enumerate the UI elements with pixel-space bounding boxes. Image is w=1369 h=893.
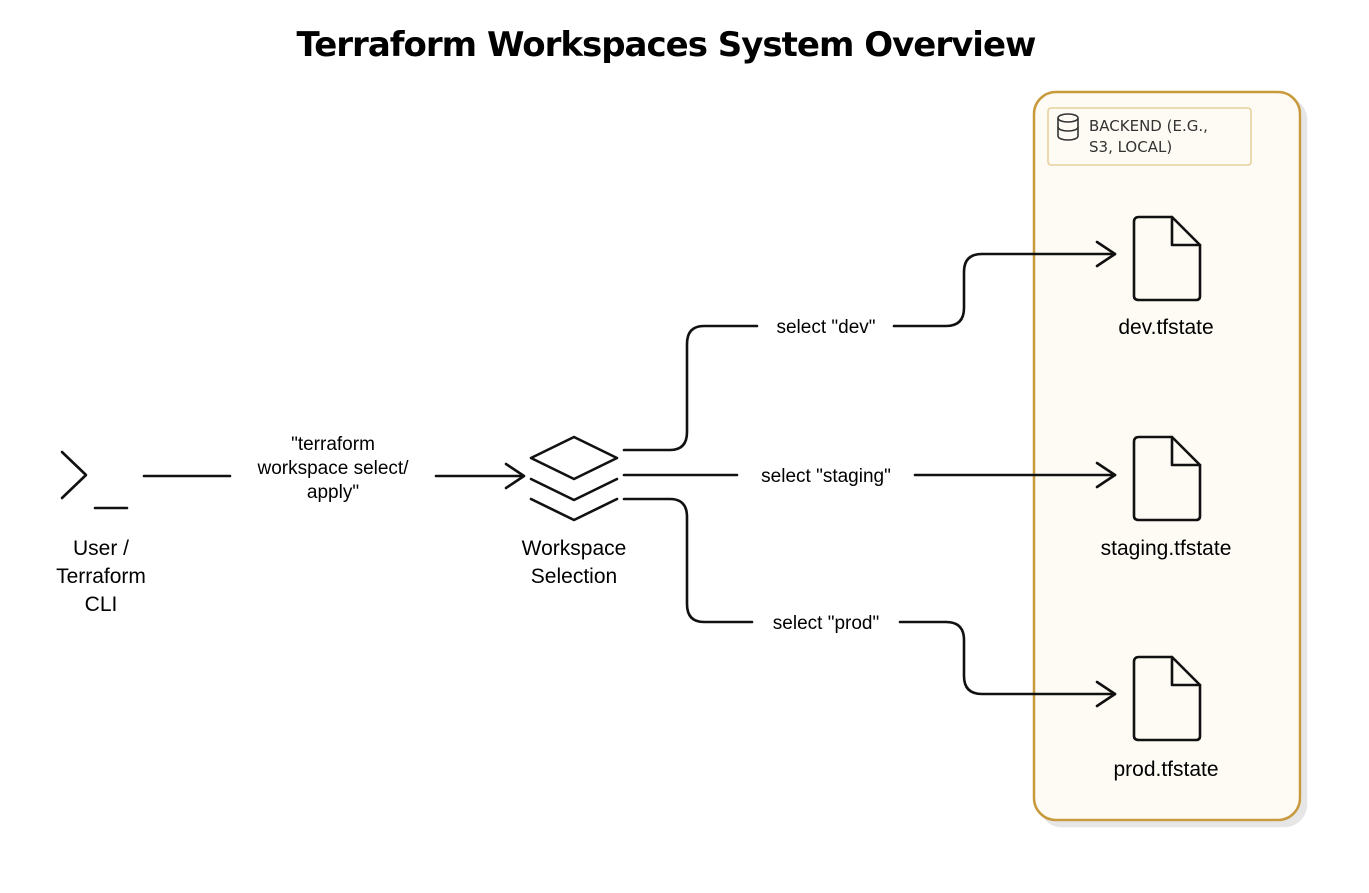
backend-group: BACKEND (E.G., S3, LOCAL) — [1032, 90, 1302, 822]
layers-icon — [529, 435, 619, 522]
node-workspace: Workspace Selection — [522, 435, 627, 588]
node-prod: prod.tfstate — [1113, 655, 1219, 781]
node-workspace-label-line2: Selection — [531, 565, 617, 588]
file-icon — [1132, 435, 1202, 522]
edge-cli-to-workspace — [142, 462, 526, 490]
file-icon — [1132, 215, 1202, 302]
node-dev: dev.tfstate — [1118, 215, 1214, 339]
node-cli-label-line3: CLI — [85, 593, 118, 616]
diagram-title: Terraform Workspaces System Overview — [297, 25, 1036, 65]
node-staging: staging.tfstate — [1101, 435, 1232, 560]
backend-label-line1: BACKEND (E.G., — [1089, 117, 1208, 135]
edge-label-prod: select "prod" — [773, 613, 879, 634]
node-workspace-label-line1: Workspace — [522, 537, 627, 560]
backend-label-line2: S3, LOCAL) — [1089, 138, 1172, 156]
edge-workspace-to-prod — [622, 497, 1117, 708]
database-icon — [1057, 113, 1079, 141]
edge-workspace-to-staging — [622, 461, 1117, 489]
edge-label-cli-line2: workspace select/ — [256, 458, 409, 479]
backend-label-box — [1047, 107, 1252, 166]
node-staging-label: staging.tfstate — [1101, 537, 1232, 560]
edge-label-staging: select "staging" — [761, 466, 891, 487]
node-cli-label-line1: User / — [73, 537, 129, 560]
file-icon — [1132, 655, 1202, 742]
terminal-icon — [60, 450, 129, 510]
node-cli-label-line2: Terraform — [56, 565, 146, 588]
node-prod-label: prod.tfstate — [1113, 758, 1218, 781]
backend-group-box — [1032, 90, 1302, 822]
edge-workspace-to-dev — [622, 240, 1117, 452]
node-dev-label: dev.tfstate — [1118, 316, 1213, 339]
node-cli: User / Terraform CLI — [56, 450, 146, 616]
edge-label-cli-line3: apply" — [307, 482, 359, 503]
edge-label-cli-line1: "terraform — [291, 434, 375, 455]
edge-label-dev: select "dev" — [776, 317, 875, 338]
